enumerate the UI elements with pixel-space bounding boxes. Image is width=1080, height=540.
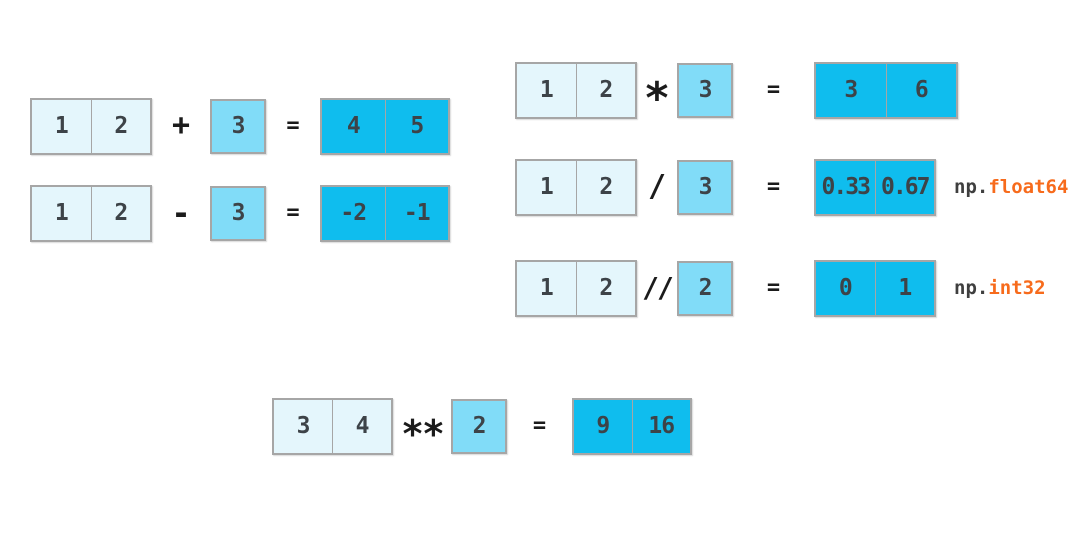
equals-symbol: = xyxy=(286,113,300,138)
result-cell: 5 xyxy=(384,99,448,153)
operator-symbol: // xyxy=(642,271,674,304)
equation-floor-division: 1 2 // 2 = 0 1 np.int32 xyxy=(515,259,1046,317)
input-array-box: 3 4 xyxy=(272,397,393,455)
scalar-box: 3 xyxy=(210,185,266,241)
array-cell: 1 xyxy=(517,261,576,315)
operator-symbol: / xyxy=(647,169,667,204)
power-operator: ** xyxy=(393,407,451,453)
operator-symbol: * xyxy=(643,73,671,124)
equals-sign: = xyxy=(266,115,320,137)
equation-power: 3 4 ** 2 = 9 16 xyxy=(272,397,692,455)
result-cell: 1 xyxy=(874,261,934,315)
scalar-cell: 3 xyxy=(212,100,264,152)
array-cell: 1 xyxy=(32,99,91,153)
result-array-box: -2 -1 xyxy=(320,184,450,242)
equals-sign: = xyxy=(733,277,814,299)
equation-division: 1 2 / 3 = 0.33 0.67 np.float64 xyxy=(515,158,1068,216)
dtype-name: int32 xyxy=(988,277,1046,299)
result-array-box: 3 6 xyxy=(814,61,958,119)
array-cell: 1 xyxy=(32,186,91,240)
input-array-box: 1 2 xyxy=(515,259,637,317)
array-cell: 2 xyxy=(90,99,150,153)
array-cell: 4 xyxy=(332,399,391,453)
operator-symbol: - xyxy=(171,194,191,232)
scalar-box: 3 xyxy=(677,159,733,215)
minus-operator: - xyxy=(152,197,210,229)
scalar-box: 2 xyxy=(451,398,507,454)
equals-symbol: = xyxy=(286,200,300,225)
dtype-label-int32: np.int32 xyxy=(954,277,1046,299)
result-cell: 0 xyxy=(816,261,875,315)
equals-symbol: = xyxy=(532,413,547,438)
result-cell: 9 xyxy=(574,399,632,453)
divide-operator: / xyxy=(637,172,677,202)
result-array-box: 4 5 xyxy=(320,97,450,155)
array-cell: 1 xyxy=(517,63,576,117)
result-cell: 6 xyxy=(885,63,956,117)
result-cell: -1 xyxy=(384,186,448,240)
equals-symbol: = xyxy=(766,174,781,199)
result-array-box: 9 16 xyxy=(572,397,692,455)
scalar-cell: 2 xyxy=(679,262,731,314)
result-cell: 0.67 xyxy=(874,160,934,214)
input-array-box: 1 2 xyxy=(515,158,637,216)
dtype-name: float64 xyxy=(988,176,1069,198)
operator-symbol: + xyxy=(171,108,191,143)
result-cell: 16 xyxy=(631,399,690,453)
array-cell: 2 xyxy=(575,63,635,117)
input-array-box: 1 2 xyxy=(30,97,152,155)
equals-sign: = xyxy=(733,79,814,101)
result-cell: 0.33 xyxy=(816,160,875,214)
scalar-box: 3 xyxy=(677,62,733,118)
array-cell: 2 xyxy=(575,160,635,214)
array-cell: 2 xyxy=(575,261,635,315)
input-array-box: 1 2 xyxy=(30,184,152,242)
equation-addition: 1 2 + 3 = 4 5 xyxy=(30,97,450,155)
result-cell: 3 xyxy=(816,63,886,117)
result-array-box: 0.33 0.67 xyxy=(814,158,936,216)
result-cell: 4 xyxy=(322,99,385,153)
operator-symbol: ** xyxy=(401,412,445,456)
scalar-cell: 3 xyxy=(679,64,731,116)
multiply-operator: * xyxy=(637,68,677,121)
scalar-box: 2 xyxy=(677,260,733,316)
scalar-cell: 3 xyxy=(679,161,731,213)
dtype-label-float64: np.float64 xyxy=(954,176,1068,198)
floor-divide-operator: // xyxy=(637,274,677,302)
np-prefix: np. xyxy=(954,176,989,198)
equals-sign: = xyxy=(733,176,814,198)
equals-symbol: = xyxy=(766,77,781,102)
equation-multiplication: 1 2 * 3 = 3 6 xyxy=(515,61,958,121)
scalar-box: 3 xyxy=(210,98,266,154)
equals-symbol: = xyxy=(766,275,781,300)
equals-sign: = xyxy=(507,415,572,437)
plus-operator: + xyxy=(152,111,210,141)
equation-subtraction: 1 2 - 3 = -2 -1 xyxy=(30,184,450,242)
np-prefix: np. xyxy=(954,277,989,299)
array-cell: 3 xyxy=(274,399,332,453)
scalar-cell: 2 xyxy=(453,400,505,452)
scalar-cell: 3 xyxy=(212,187,264,239)
array-cell: 2 xyxy=(90,186,150,240)
equals-sign: = xyxy=(266,202,320,224)
result-cell: -2 xyxy=(322,186,385,240)
array-cell: 1 xyxy=(517,160,576,214)
input-array-box: 1 2 xyxy=(515,61,637,119)
result-array-box: 0 1 xyxy=(814,259,936,317)
